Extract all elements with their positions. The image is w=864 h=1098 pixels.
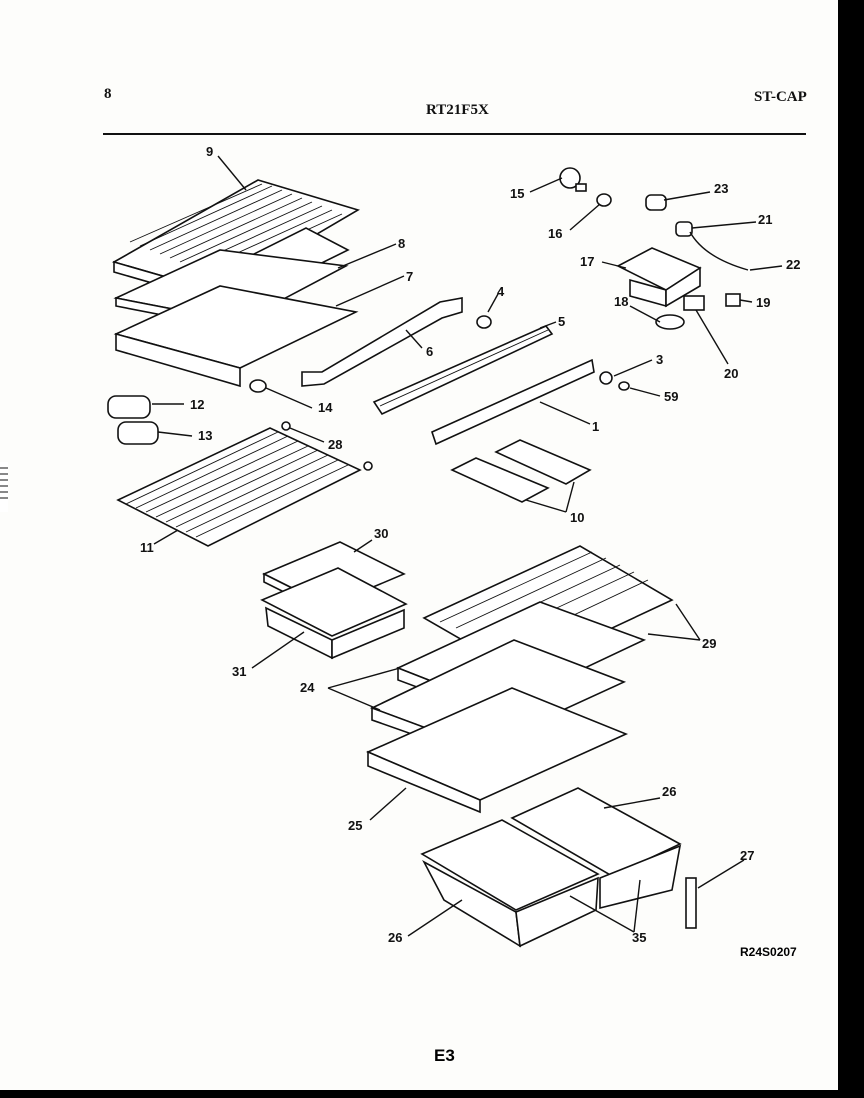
callout-11: 11: [140, 540, 154, 555]
callout-26-b: 26: [662, 784, 676, 799]
header-rule: [103, 133, 806, 135]
callout-27: 27: [740, 848, 754, 863]
model-number: RT21F5X: [426, 102, 489, 118]
footer-code: E3: [434, 1046, 455, 1065]
part-13-hinge: [117, 421, 159, 445]
part-27-divider: [685, 877, 697, 929]
callout-labels: 9 8 7 6 5 4 1 3 59 15 16 23 21 22 17 18 …: [140, 144, 800, 945]
scan-edge-marks: [0, 462, 8, 512]
callout-8: 8: [398, 236, 405, 251]
callout-24: 24: [300, 680, 315, 695]
callout-9: 9: [206, 144, 213, 159]
part-5-rail: [372, 325, 554, 416]
part-6-bracket: [301, 297, 463, 387]
part-22-wire: [689, 231, 749, 271]
callout-20: 20: [724, 366, 738, 381]
callout-25: 25: [348, 818, 362, 833]
callout-4: 4: [497, 284, 505, 299]
part-7-shelf-frame: [113, 249, 359, 388]
part-59-screw: [618, 381, 630, 391]
part-26-crisper-pan-left: [420, 819, 600, 948]
part-17-light-housing: [616, 247, 702, 308]
part-19-clip: [725, 293, 741, 307]
exploded-parts-diagram: 9 8 7 6 5 4 1 3 59 15 16 23 21 22 17 18 …: [107, 144, 800, 948]
callout-3: 3: [656, 352, 663, 367]
callout-26: 26: [388, 930, 402, 945]
parts-sheet: 8 RT21F5X ST-CAP: [0, 0, 838, 1090]
part-18-knob: [655, 314, 685, 330]
diagram-reference-code: R24S0207: [740, 945, 797, 959]
callout-6: 6: [426, 344, 433, 359]
part-26-crisper-pan-right: [510, 787, 682, 910]
callout-30: 30: [374, 526, 388, 541]
callout-16: 16: [548, 226, 562, 241]
callout-12: 12: [190, 397, 204, 412]
part-20-bracket: [683, 295, 705, 311]
part-21-socket: [675, 221, 693, 237]
callout-21: 21: [758, 212, 772, 227]
callout-59: 59: [664, 389, 678, 404]
callout-15: 15: [510, 186, 524, 201]
part-25-crisper-cover: [366, 687, 629, 814]
part-16-lens: [596, 193, 612, 207]
callout-22: 22: [786, 257, 800, 272]
part-15-light-bulb: [559, 167, 581, 189]
part-3-fastener: [599, 371, 613, 385]
part-15-bulb-base: [575, 183, 587, 192]
part-28-stud-b: [363, 461, 373, 471]
part-10-ice-trays: [450, 439, 592, 503]
callout-10: 10: [570, 510, 584, 525]
part-23-switch: [645, 194, 667, 211]
callout-35: 35: [632, 930, 646, 945]
callout-14: 14: [318, 400, 333, 415]
part-12-hinge: [107, 395, 151, 419]
page-number: 8: [104, 86, 112, 102]
part-31-pan: [260, 567, 408, 660]
callout-28: 28: [328, 437, 342, 452]
callout-23: 23: [714, 181, 728, 196]
part-1-rail: [431, 358, 595, 446]
callout-29: 29: [702, 636, 716, 651]
part-14-cap: [249, 379, 267, 393]
callout-13: 13: [198, 428, 212, 443]
callout-18: 18: [614, 294, 628, 309]
part-28-stud: [281, 421, 291, 431]
leader-lines: [152, 155, 783, 937]
part-11-wire-shelf: [116, 427, 362, 547]
callout-19: 19: [756, 295, 770, 310]
callout-17: 17: [580, 254, 594, 269]
part-4-nut: [476, 315, 492, 329]
callout-31: 31: [232, 664, 246, 679]
callout-7: 7: [406, 269, 413, 284]
brand-code: ST-CAP: [754, 89, 807, 105]
callout-5: 5: [558, 314, 565, 329]
callout-1: 1: [592, 419, 599, 434]
